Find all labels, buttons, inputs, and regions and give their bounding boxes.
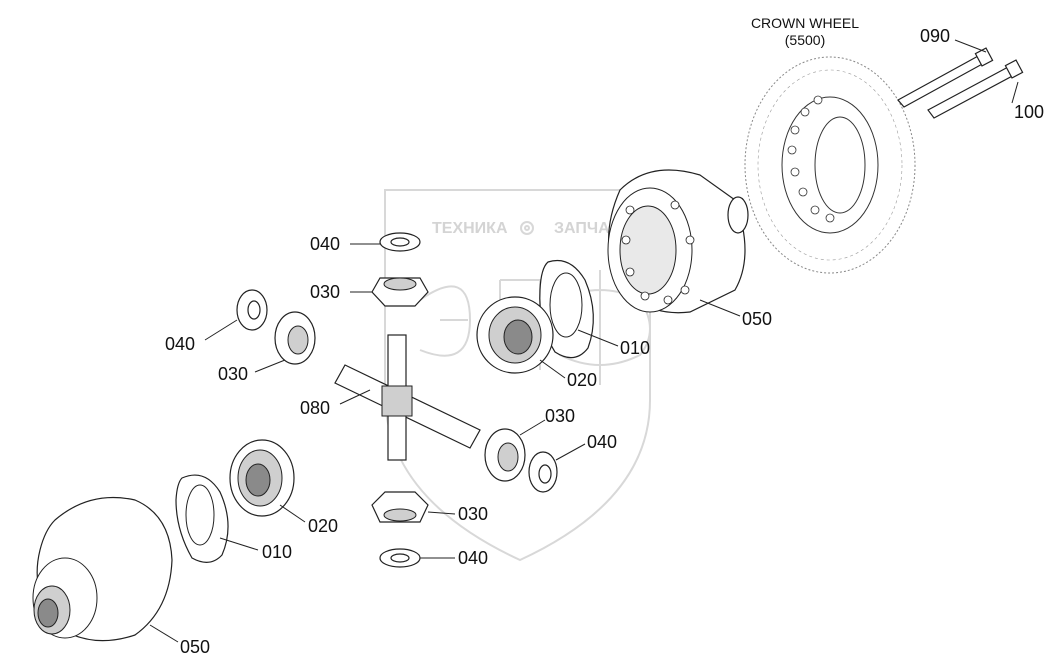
watermark-left-text: ТЕХНИКА bbox=[432, 220, 508, 237]
crown-wheel-bolt-holes bbox=[787, 95, 835, 223]
thrust-washer-left bbox=[236, 289, 268, 331]
leader-010-right bbox=[577, 329, 619, 347]
pinion-gear-right bbox=[484, 428, 526, 482]
leader-040-left bbox=[204, 319, 238, 341]
leader-010-left bbox=[219, 537, 259, 551]
gear-logo-icon bbox=[520, 221, 534, 235]
crown-wheel-ref: (5500) bbox=[785, 32, 825, 48]
label-040-top: 040 bbox=[310, 234, 340, 254]
diff-housing-left bbox=[32, 497, 173, 642]
thrust-washer-right bbox=[528, 451, 558, 493]
pinion-gear-left bbox=[274, 311, 316, 365]
leader-040-right bbox=[555, 443, 586, 461]
label-010-left: 010 bbox=[262, 542, 292, 562]
label-090: 090 bbox=[920, 26, 950, 46]
label-040-right: 040 bbox=[587, 432, 617, 452]
pinion-gear-top bbox=[371, 277, 429, 307]
leader-020-left bbox=[279, 504, 306, 523]
crown-wheel-title: CROWN WHEEL bbox=[751, 15, 859, 31]
friction-plate-left bbox=[175, 474, 229, 563]
side-gear-right bbox=[476, 296, 554, 374]
bolt-100 bbox=[927, 59, 1024, 119]
label-030-top: 030 bbox=[310, 282, 340, 302]
thrust-washer-top bbox=[379, 232, 421, 252]
pinion-gear-bottom bbox=[371, 491, 429, 523]
leader-050-right bbox=[699, 299, 741, 317]
label-080: 080 bbox=[300, 398, 330, 418]
label-040-left: 040 bbox=[165, 334, 195, 354]
label-030-left: 030 bbox=[218, 364, 248, 384]
diff-housing-right bbox=[607, 169, 749, 314]
label-030-right: 030 bbox=[545, 406, 575, 426]
side-gear-left bbox=[229, 439, 295, 517]
label-020-right: 020 bbox=[567, 370, 597, 390]
label-050-left: 050 bbox=[180, 637, 210, 657]
leader-090 bbox=[954, 39, 987, 53]
thrust-washer-bottom bbox=[379, 548, 421, 568]
label-050-right: 050 bbox=[742, 309, 772, 329]
leader-080 bbox=[339, 389, 371, 405]
leader-050-left bbox=[149, 624, 179, 643]
label-020-left: 020 bbox=[308, 516, 338, 536]
cross-shaft bbox=[334, 334, 481, 461]
label-040-bottom: 040 bbox=[458, 548, 488, 568]
label-010-right: 010 bbox=[620, 338, 650, 358]
label-030-bottom: 030 bbox=[458, 504, 488, 524]
leader-030-bottom bbox=[427, 511, 456, 515]
crown-wheel bbox=[744, 56, 916, 274]
leader-100 bbox=[1011, 81, 1019, 104]
leader-030-left bbox=[254, 359, 286, 373]
leader-030-right bbox=[519, 419, 546, 436]
label-100: 100 bbox=[1014, 102, 1044, 122]
bolt-090 bbox=[897, 47, 994, 108]
leader-020-right bbox=[539, 359, 566, 379]
